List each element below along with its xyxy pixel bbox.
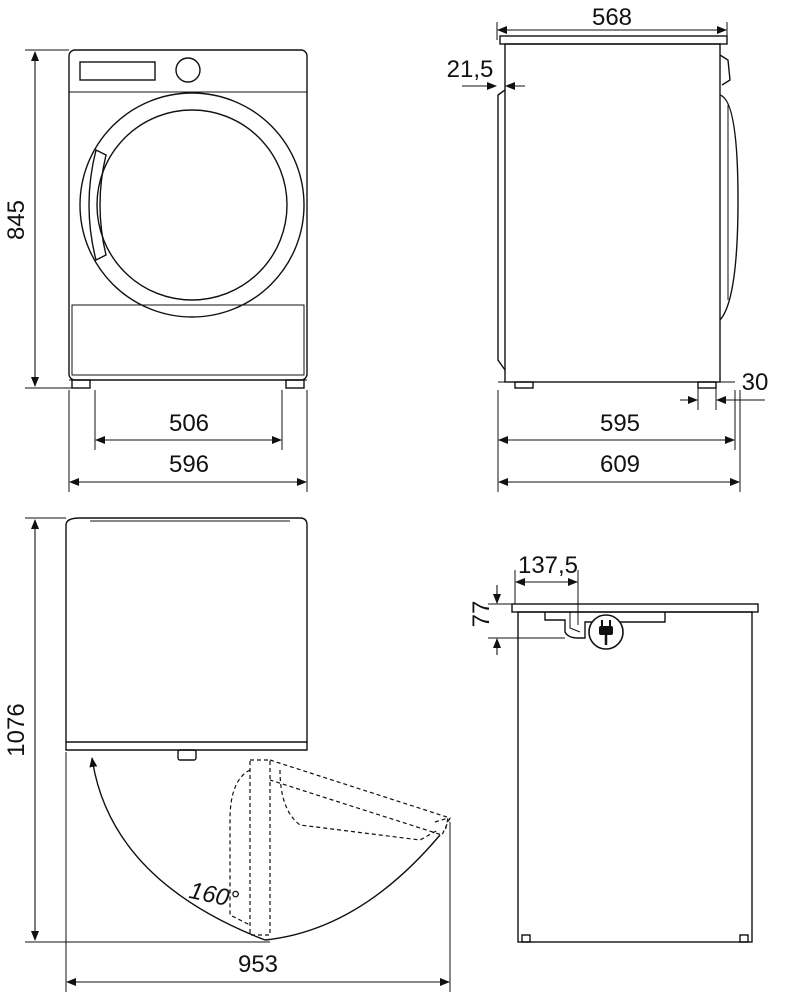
svg-text:1076: 1076 <box>3 703 30 756</box>
dimension-609: 609 <box>498 390 741 492</box>
svg-text:609: 609 <box>600 451 640 478</box>
svg-text:595: 595 <box>600 410 640 437</box>
dimension-595: 595 <box>497 390 736 492</box>
top-body <box>65 517 308 743</box>
svg-text:568: 568 <box>592 4 632 31</box>
dimension-568: 568 <box>496 4 728 40</box>
dimension-height-845: 845 <box>3 49 72 389</box>
dimension-596: 596 <box>68 390 308 492</box>
dimension-30: 30 <box>680 369 768 410</box>
svg-text:137,5: 137,5 <box>518 552 578 579</box>
svg-text:30: 30 <box>742 369 769 396</box>
svg-text:845: 845 <box>3 200 30 240</box>
appliance-body <box>68 49 308 381</box>
display-panel <box>79 61 156 81</box>
top-view <box>65 517 451 941</box>
svg-text:506: 506 <box>169 410 209 437</box>
svg-text:596: 596 <box>169 451 209 478</box>
back-top-panel <box>511 603 759 613</box>
dimension-137-5: 137,5 <box>514 552 579 625</box>
side-view <box>497 35 739 389</box>
back-view <box>511 603 759 943</box>
dimension-77: 77 <box>468 585 565 655</box>
door-outer <box>79 92 305 318</box>
door-open-90 <box>249 759 271 936</box>
dimension-1076: 1076 <box>3 517 270 943</box>
door-angle-label: 160° <box>187 877 242 914</box>
svg-text:77: 77 <box>468 601 495 628</box>
back-body <box>517 611 753 943</box>
program-knob <box>175 57 201 83</box>
svg-text:953: 953 <box>238 951 278 978</box>
svg-text:21,5: 21,5 <box>447 56 494 83</box>
dimension-506: 506 <box>94 390 283 450</box>
dimension-953: 953 <box>65 752 451 992</box>
front-view <box>68 49 308 389</box>
door-glass <box>96 109 288 301</box>
door-handle <box>88 148 107 262</box>
dimension-21-5: 21,5 <box>447 56 525 90</box>
top-panel <box>499 35 728 45</box>
side-body <box>504 43 721 383</box>
power-plug-icon <box>588 614 624 650</box>
